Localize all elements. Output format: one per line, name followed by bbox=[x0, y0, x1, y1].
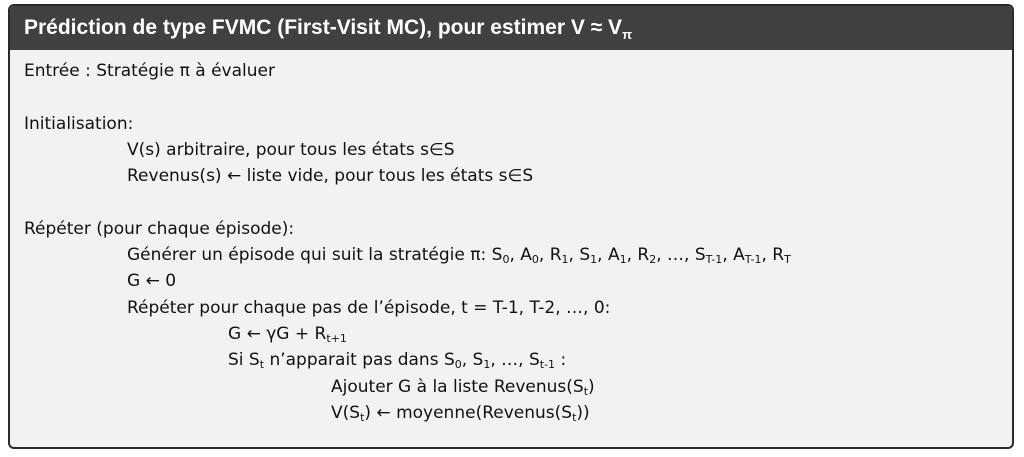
repeat-steps-line: Répéter pour chaque pas de l’épisode, t … bbox=[127, 297, 611, 318]
spacer bbox=[24, 189, 1002, 215]
algorithm-body: Entrée : Stratégie π à évaluer Initialis… bbox=[24, 58, 1002, 426]
repeat-header: Répéter (pour chaque épisode): bbox=[24, 218, 295, 239]
init-revenus-line: Revenus(s) ← liste vide, pour tous les é… bbox=[127, 166, 534, 187]
average-update-line: V(St) ← moyenne(Revenus(St)) bbox=[331, 402, 590, 424]
title-subscript: π bbox=[622, 27, 633, 42]
init-v-line: V(s) arbitraire, pour tous les états s∈S bbox=[127, 139, 455, 160]
append-return-line: Ajouter G à la liste Revenus(St) bbox=[331, 376, 595, 398]
spacer bbox=[24, 84, 1002, 110]
title-text: Prédiction de type FVMC (First-Visit MC)… bbox=[24, 16, 623, 39]
g-update-line: G ← γG + Rt+1 bbox=[228, 323, 347, 345]
algorithm-title: Prédiction de type FVMC (First-Visit MC)… bbox=[10, 6, 1012, 50]
init-header: Initialisation: bbox=[24, 113, 134, 134]
g-init-line: G ← 0 bbox=[127, 271, 177, 292]
input-line: Entrée : Stratégie π à évaluer bbox=[24, 61, 275, 81]
algorithm-box: Prédiction de type FVMC (First-Visit MC)… bbox=[8, 4, 1014, 449]
if-not-appeared-line: Si St n’apparait pas dans S0, S1, …, St-… bbox=[228, 350, 567, 372]
generate-episode-line: Générer un épisode qui suit la stratégie… bbox=[127, 245, 791, 267]
